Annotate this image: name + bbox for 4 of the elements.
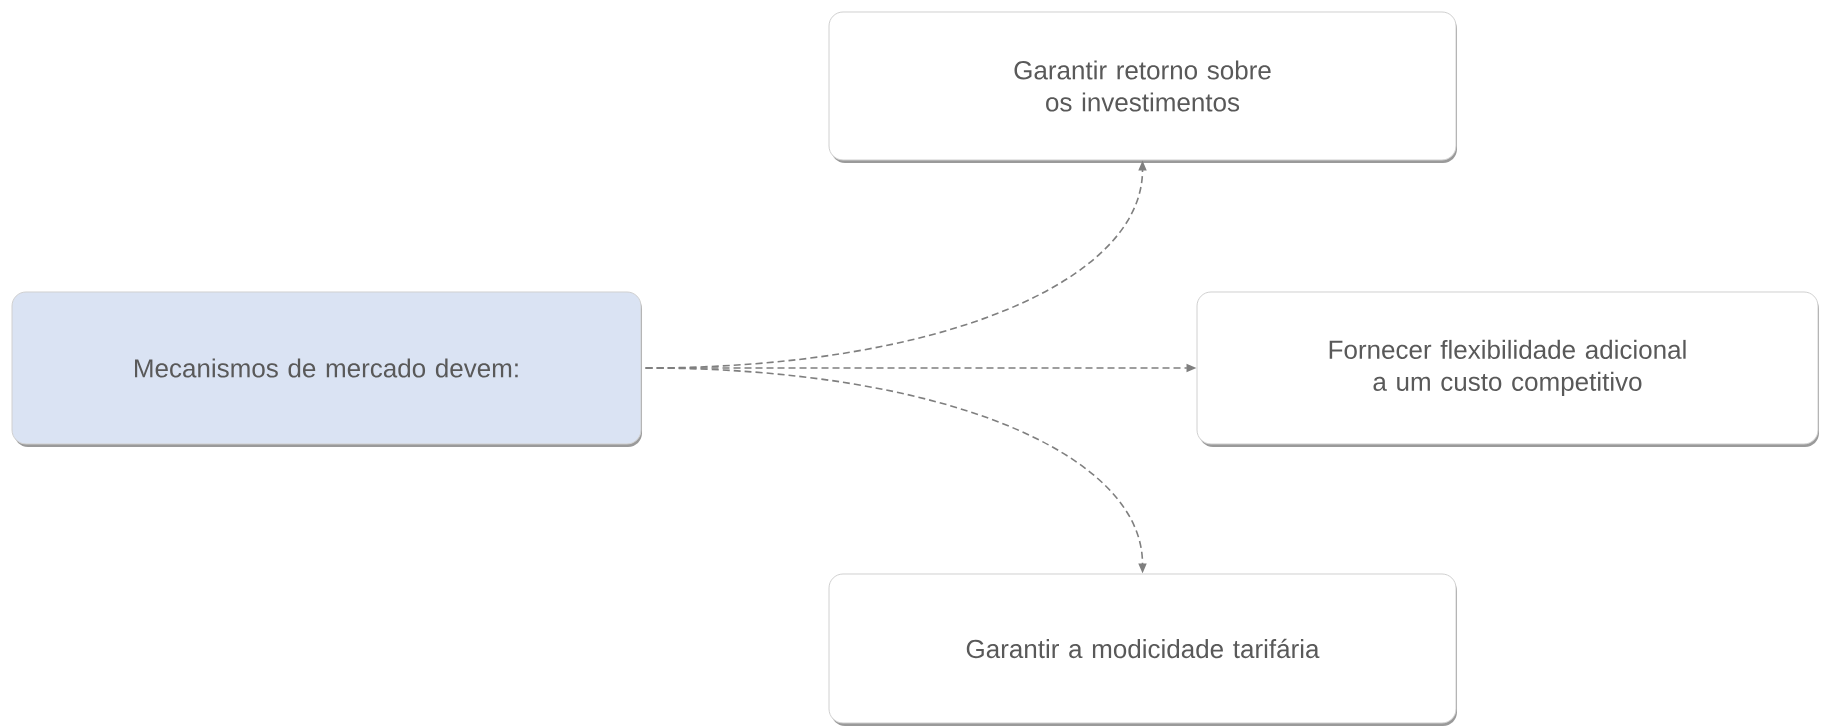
- process-box: Mecanismos de mercado devem:: [11, 291, 642, 447]
- process-box: Garantir a modicidade tarifária: [828, 573, 1457, 726]
- process-box: Garantir retorno sobre os investimentos: [828, 11, 1457, 163]
- process-box: Fornecer flexibilidade adicional a um custo competitivo: [1196, 291, 1819, 447]
